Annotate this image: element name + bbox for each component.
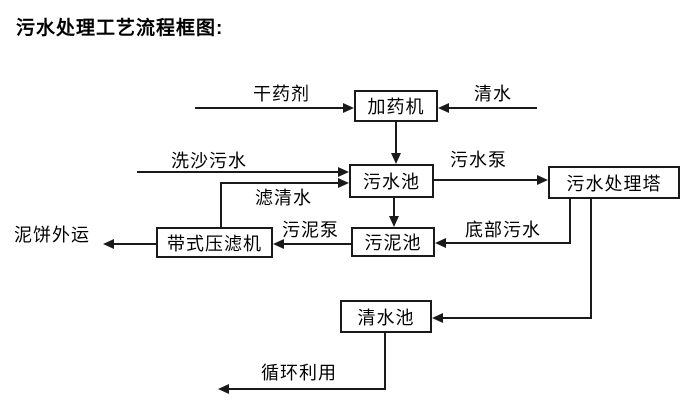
arrowhead-left-icon bbox=[435, 238, 446, 248]
flow-line bbox=[384, 333, 386, 390]
flow-line bbox=[220, 183, 222, 227]
flow-line bbox=[569, 199, 571, 244]
flow-line bbox=[449, 107, 537, 109]
arrowhead-left-icon bbox=[438, 103, 449, 113]
flow-line bbox=[195, 107, 343, 109]
flow-line bbox=[443, 317, 592, 319]
label-recycling-reuse: 循环利用 bbox=[261, 363, 337, 383]
arrowhead-left-icon bbox=[432, 313, 443, 323]
flow-line bbox=[395, 121, 397, 154]
node-sewage-pool: 污水池 bbox=[349, 164, 434, 198]
node-clean-water-pool: 清水池 bbox=[340, 300, 432, 333]
arrowhead-down-icon bbox=[389, 216, 399, 227]
node-belt-filter-press: 带式压滤机 bbox=[156, 227, 273, 258]
flow-line bbox=[590, 199, 592, 319]
flow-line bbox=[434, 179, 537, 181]
flow-line bbox=[284, 243, 351, 245]
label-clean-water-in: 清水 bbox=[474, 84, 512, 104]
arrowhead-right-icon bbox=[537, 175, 548, 185]
label-mud-cake-outbound: 泥饼外运 bbox=[14, 225, 90, 245]
diagram-title: 污水处理工艺流程框图: bbox=[16, 18, 224, 39]
label-sludge-pump: 污泥泵 bbox=[282, 220, 339, 240]
arrowhead-left-icon bbox=[218, 384, 229, 394]
label-sand-washing-sewage: 洗沙污水 bbox=[171, 151, 247, 171]
arrowhead-left-icon bbox=[103, 239, 114, 249]
flow-line bbox=[114, 243, 156, 245]
label-filtered-clean-water: 滤清水 bbox=[255, 188, 312, 208]
flow-line bbox=[393, 198, 395, 217]
label-sewage-pump: 污水泵 bbox=[450, 150, 507, 170]
label-dry-agent: 干药剂 bbox=[253, 84, 310, 104]
flow-line bbox=[137, 171, 338, 173]
flow-line bbox=[229, 388, 386, 390]
arrowhead-left-icon bbox=[273, 239, 284, 249]
flow-line bbox=[220, 182, 338, 184]
flow-line bbox=[446, 242, 571, 244]
node-treatment-tower: 污水处理塔 bbox=[548, 166, 680, 199]
arrowhead-right-icon bbox=[338, 167, 349, 177]
node-sludge-pool: 污泥池 bbox=[351, 227, 435, 257]
node-dosing-machine: 加药机 bbox=[354, 90, 438, 122]
arrowhead-right-icon bbox=[338, 178, 349, 188]
arrowhead-right-icon bbox=[343, 103, 354, 113]
label-bottom-sewage: 底部污水 bbox=[465, 220, 541, 240]
arrowhead-down-icon bbox=[391, 153, 401, 164]
